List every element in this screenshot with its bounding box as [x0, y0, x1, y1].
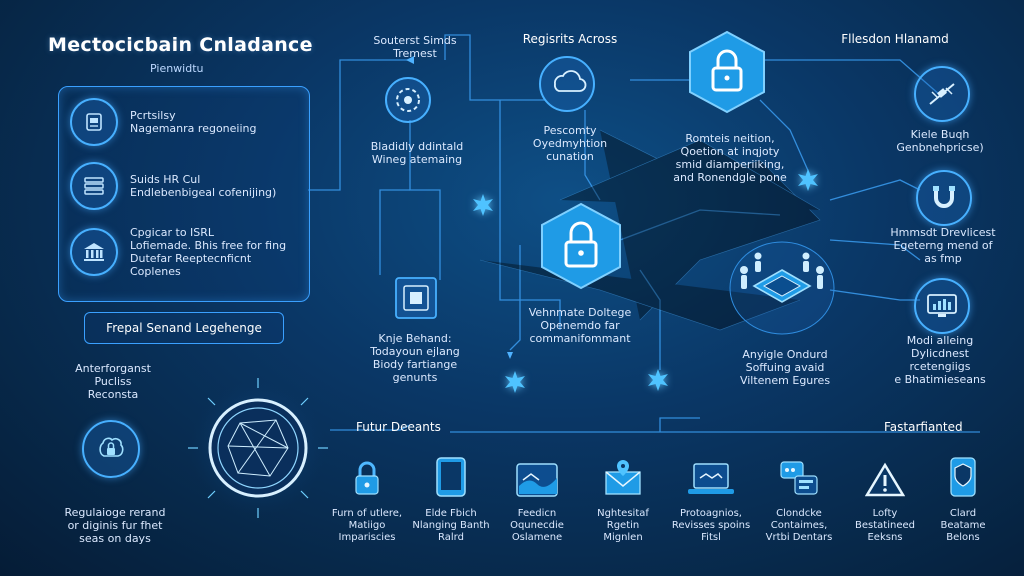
- bottom-item-text: Lofty Bestatineed Eeksns: [855, 508, 915, 543]
- brain-lock-icon: [82, 420, 140, 478]
- padlock-icon: [326, 456, 408, 498]
- left-bottom-top-text: Anterforganst Pucliss Reconsta: [75, 362, 151, 401]
- bottom-item-text: Clondcke Contaimes, Vrtbi Dentars: [765, 508, 833, 543]
- section-right-header: Fastarfianted: [884, 420, 963, 434]
- section-left-header: Futur Deeants: [356, 420, 441, 434]
- bottom-item: Elde Fbich Nlanging Banth Ralrd: [408, 456, 494, 544]
- left-panel-item: Pcrtsilsy Nagemanra regoneiing: [70, 98, 310, 146]
- document-icon: [70, 98, 118, 146]
- chart-screen-icon: [914, 278, 970, 334]
- server-icon: [394, 276, 438, 324]
- bank-icon: [70, 228, 118, 276]
- lock-hexagon-top: [688, 30, 766, 114]
- right-node-text: Kiele Buqh Genbnehpricse): [896, 128, 984, 154]
- envelope-pin-icon: [580, 456, 666, 498]
- page-title: Mectocicbain Cnladance: [48, 34, 313, 56]
- server-stack-icon: [70, 162, 118, 210]
- bottom-item-text: Clard Beatame Belons: [940, 508, 986, 543]
- warning-icon: [842, 456, 928, 498]
- node4-title: Fllesdon Hlanamd: [841, 32, 949, 46]
- magnet-icon: [916, 170, 972, 226]
- bottom-item: Feedicn Oqunecdie Oslamene: [494, 456, 580, 544]
- shield-badge-icon: [928, 456, 998, 498]
- network-globe-icon: [188, 378, 328, 522]
- lock-desc: Vehnmate Doltege Openemdo far commanifom…: [528, 306, 632, 345]
- right-node-text: Hmmsdt Drevlicest Egeterng mend of as fm…: [890, 226, 996, 265]
- team-chip-icon: [722, 236, 842, 344]
- bottom-item-text: Elde Fbich Nlanging Banth Ralrd: [412, 508, 490, 543]
- page-subtitle: Pienwidtu: [150, 62, 204, 75]
- gear-network-icon: [383, 75, 433, 129]
- tablet-icon: [408, 456, 494, 498]
- node3-desc: Romteis neition, Qoetion at inqjoty smid…: [673, 132, 787, 184]
- bottom-item-text: Furn of utlere, Matiigo Impariscies: [331, 508, 403, 543]
- server-desc: Knje Behand: Todayoun ejlang Biody farti…: [370, 332, 460, 384]
- cloud-shield-icon: [537, 54, 597, 118]
- bottom-item-text: Feedicn Oqunecdie Oslamene: [510, 508, 564, 543]
- satellite-icon: [914, 66, 970, 122]
- left-bottom-bottom-text: Regulaioge rerand or diginis fur fhet se…: [64, 506, 166, 545]
- right-node-text: Modi alleing Dylicdnest rcetengiigs e Bh…: [894, 334, 986, 386]
- laptop-icon: [666, 456, 756, 498]
- bottom-item: Protoagnios, Revisses spoins Fitsl: [666, 456, 756, 544]
- wave-screen-icon: [494, 456, 580, 498]
- bottom-item-text: Nghtesitaf Rgetin Mignlen: [597, 508, 649, 543]
- node2-title: Regisrits Across: [522, 32, 618, 46]
- bottom-feature-row: Furn of utlere, Matiigo Impariscies Elde…: [326, 456, 998, 544]
- left-panel-item-text: Suids HR Cul Endlebenbigeal cofenijing): [130, 173, 277, 199]
- bottom-item: Lofty Bestatineed Eeksns: [842, 456, 928, 544]
- bottom-item: Clard Beatame Belons: [928, 456, 998, 544]
- left-panel-item: Cpgicar to ISRL Lofiemade. Bhis free for…: [70, 226, 315, 278]
- bottom-item: Furn of utlere, Matiigo Impariscies: [326, 456, 408, 544]
- bottom-item: Nghtesitaf Rgetin Mignlen: [580, 456, 666, 544]
- left-panel-item-text: Pcrtsilsy Nagemanra regoneiing: [130, 109, 257, 135]
- bottom-item-text: Protoagnios, Revisses spoins Fitsl: [671, 508, 751, 543]
- team-desc: Anyigle Ondurd Soffuing avaid Viltenem E…: [739, 348, 831, 387]
- bottom-item: Clondcke Contaimes, Vrtbi Dentars: [756, 456, 842, 544]
- node1-title: Souterst Simds Tremest: [373, 34, 457, 60]
- chat-devices-icon: [756, 456, 842, 498]
- legend-label-box: Frepal Senand Legehenge: [84, 312, 284, 344]
- lock-hexagon-middle: [540, 202, 622, 290]
- node1-desc: Bladidly ddintald Wineg atemaing: [370, 140, 464, 166]
- left-panel-item: Suids HR Cul Endlebenbigeal cofenijing): [70, 162, 310, 210]
- left-panel-item-text: Cpgicar to ISRL Lofiemade. Bhis free for…: [130, 226, 287, 278]
- node2-desc: Pescomty Oyedmyhtion cunation: [532, 124, 608, 163]
